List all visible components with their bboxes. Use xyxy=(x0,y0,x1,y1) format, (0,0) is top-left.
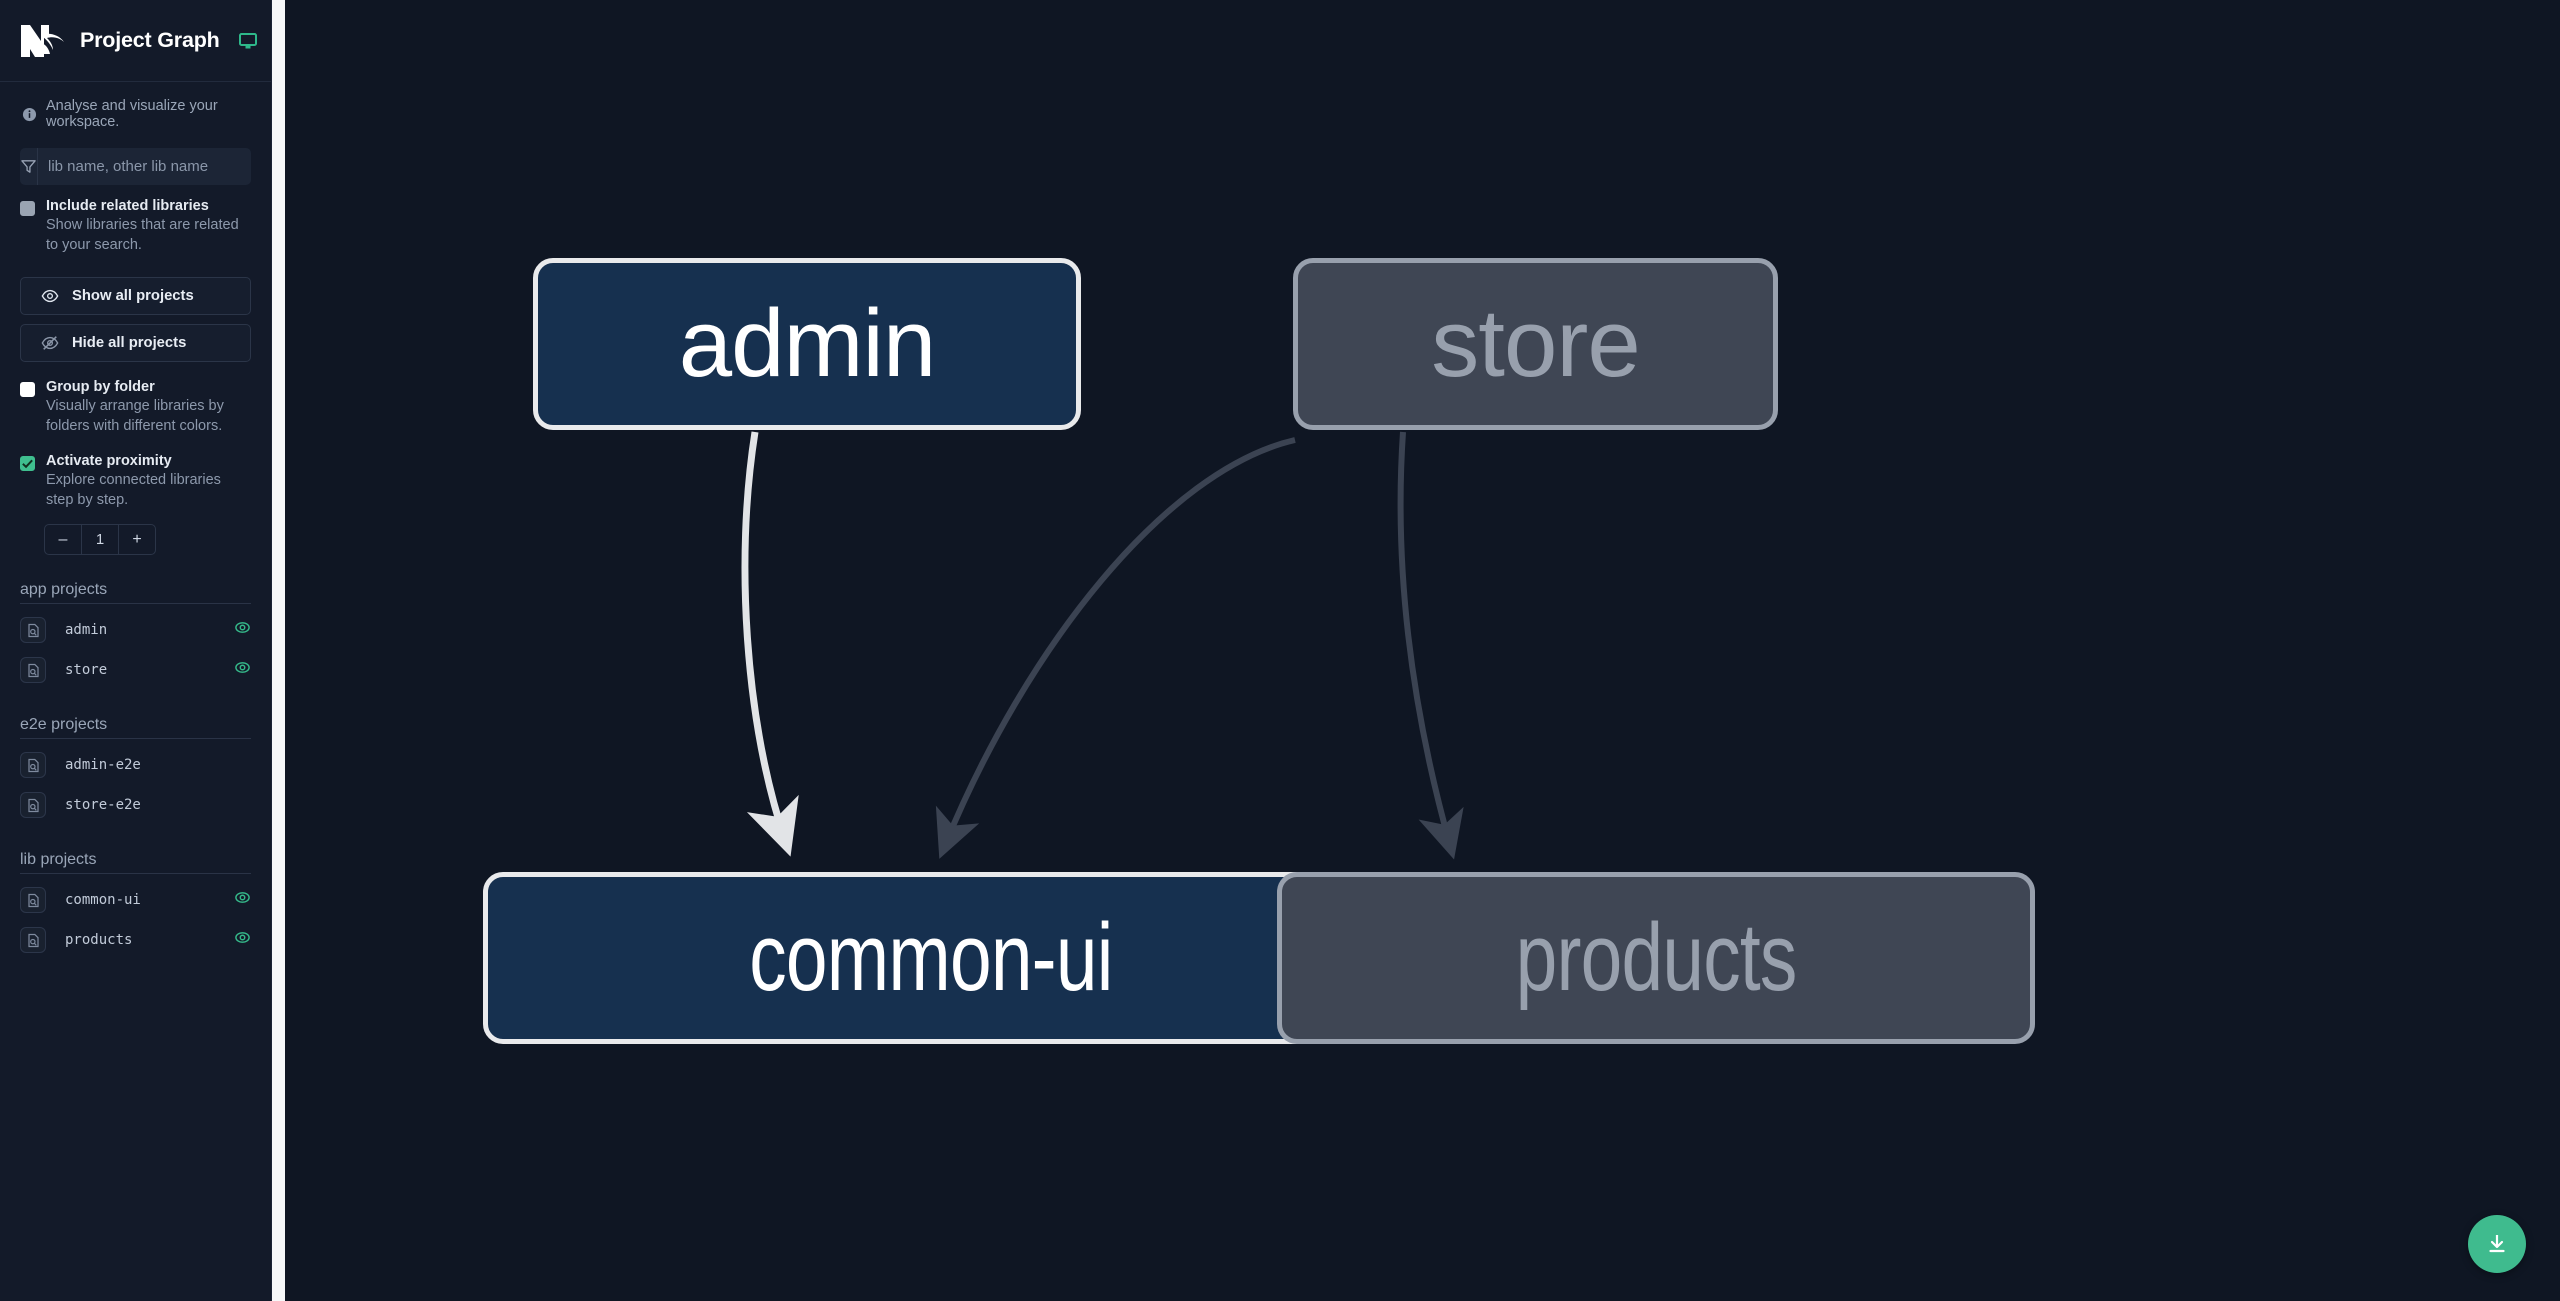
search-box xyxy=(20,148,251,185)
project-name: products xyxy=(65,932,133,948)
graph-node-common-ui[interactable]: common-ui xyxy=(483,872,1378,1044)
list-item[interactable]: store xyxy=(20,650,251,690)
proximity-stepper: – 1 + xyxy=(44,524,156,555)
graph-node-label: common-ui xyxy=(748,904,1113,1011)
sidebar-header: Project Graph xyxy=(0,0,271,82)
include-related-description: Show libraries that are related to your … xyxy=(46,217,239,253)
nx-logo-icon xyxy=(21,24,64,57)
project-section: app projects admin store xyxy=(0,581,271,690)
sidebar: Project Graph Analyse and visualize your… xyxy=(0,0,272,1301)
monitor-icon[interactable] xyxy=(238,31,258,51)
include-related-label: Include related libraries xyxy=(46,198,209,214)
project-icon xyxy=(27,623,39,637)
graph-node-label: admin xyxy=(678,290,936,397)
project-icon-button[interactable] xyxy=(20,752,46,778)
graph-node-label: store xyxy=(1431,290,1640,397)
page-title: Project Graph xyxy=(80,28,220,52)
proximity-value: 1 xyxy=(81,525,118,554)
download-icon xyxy=(2489,1235,2505,1253)
edge-admin-common-ui xyxy=(741,431,799,857)
graph-node-admin[interactable]: admin xyxy=(533,258,1081,430)
include-related-checkbox[interactable] xyxy=(20,201,35,216)
filter-button[interactable] xyxy=(20,148,38,185)
project-name: store xyxy=(65,662,108,678)
proximity-decrement-button[interactable]: – xyxy=(58,530,68,548)
hide-all-projects-label: Hide all projects xyxy=(72,335,187,351)
project-icon-button[interactable] xyxy=(20,887,46,913)
eye-open-icon[interactable] xyxy=(234,659,251,676)
graph-edges xyxy=(741,431,1464,860)
edge-store-common-ui xyxy=(935,437,1296,859)
show-all-projects-label: Show all projects xyxy=(72,288,194,304)
list-item[interactable]: common-ui xyxy=(20,880,251,920)
project-section-title: app projects xyxy=(20,581,251,604)
project-icon xyxy=(27,893,39,907)
tagline-text: Analyse and visualize your workspace. xyxy=(46,98,218,130)
project-name: admin-e2e xyxy=(65,757,141,773)
project-section-title: e2e projects xyxy=(20,716,251,739)
project-icon xyxy=(27,663,39,677)
activate-proximity-label: Activate proximity xyxy=(46,453,172,469)
toggle-visibility-icon[interactable] xyxy=(234,619,251,641)
hide-all-projects-button[interactable]: Hide all projects xyxy=(20,324,251,362)
project-sections: app projects admin store e2e projects admin-… xyxy=(0,555,271,960)
project-icon-button[interactable] xyxy=(20,792,46,818)
project-name: common-ui xyxy=(65,892,141,908)
project-section: e2e projects admin-e2e store-e2e xyxy=(0,716,271,825)
option-activate-proximity[interactable]: Activate proximity Explore connected lib… xyxy=(0,436,271,510)
project-icon xyxy=(27,758,39,772)
eye-icon xyxy=(41,289,59,303)
eye-off-icon xyxy=(41,336,59,350)
graph-node-products[interactable]: products xyxy=(1277,872,2035,1044)
option-include-related[interactable]: Include related libraries Show libraries… xyxy=(0,185,271,255)
graph-node-store[interactable]: store xyxy=(1293,258,1778,430)
eye-open-icon[interactable] xyxy=(234,619,251,636)
sidebar-tagline: Analyse and visualize your workspace. xyxy=(0,82,271,144)
list-item[interactable]: products xyxy=(20,920,251,960)
list-item[interactable]: admin-e2e xyxy=(20,745,251,785)
activate-proximity-description: Explore connected libraries step by step… xyxy=(46,472,221,508)
search-input[interactable] xyxy=(38,148,251,185)
project-name: store-e2e xyxy=(65,797,141,813)
graph-canvas[interactable]: admin store common-ui products xyxy=(285,0,2560,1301)
edge-store-products xyxy=(1397,431,1464,860)
list-item[interactable]: admin xyxy=(20,610,251,650)
project-name: admin xyxy=(65,622,108,638)
project-section: lib projects common-ui products xyxy=(0,851,271,960)
group-by-folder-label: Group by folder xyxy=(46,379,155,395)
option-group-by-folder[interactable]: Group by folder Visually arrange librari… xyxy=(0,362,271,436)
eye-open-icon[interactable] xyxy=(234,889,251,906)
toggle-visibility-icon[interactable] xyxy=(234,889,251,911)
sidebar-scrollbar[interactable] xyxy=(272,0,285,1301)
project-section-title: lib projects xyxy=(20,851,251,874)
download-graph-button[interactable] xyxy=(2468,1215,2526,1273)
info-icon xyxy=(22,107,37,121)
list-item[interactable]: store-e2e xyxy=(20,785,251,825)
project-icon-button[interactable] xyxy=(20,657,46,683)
activate-proximity-checkbox[interactable] xyxy=(20,456,35,471)
group-by-folder-description: Visually arrange libraries by folders wi… xyxy=(46,398,224,434)
project-icon-button[interactable] xyxy=(20,927,46,953)
group-by-folder-checkbox[interactable] xyxy=(20,382,35,397)
eye-open-icon[interactable] xyxy=(234,929,251,946)
visibility-buttons: Show all projects Hide all projects xyxy=(0,255,271,362)
show-all-projects-button[interactable]: Show all projects xyxy=(20,277,251,315)
project-icon-button[interactable] xyxy=(20,617,46,643)
project-icon xyxy=(27,798,39,812)
funnel-icon xyxy=(21,160,36,173)
graph-node-label: products xyxy=(1515,904,1798,1011)
proximity-increment-button[interactable]: + xyxy=(118,525,155,554)
project-icon xyxy=(27,933,39,947)
toggle-visibility-icon[interactable] xyxy=(234,659,251,681)
toggle-visibility-icon[interactable] xyxy=(234,929,251,951)
